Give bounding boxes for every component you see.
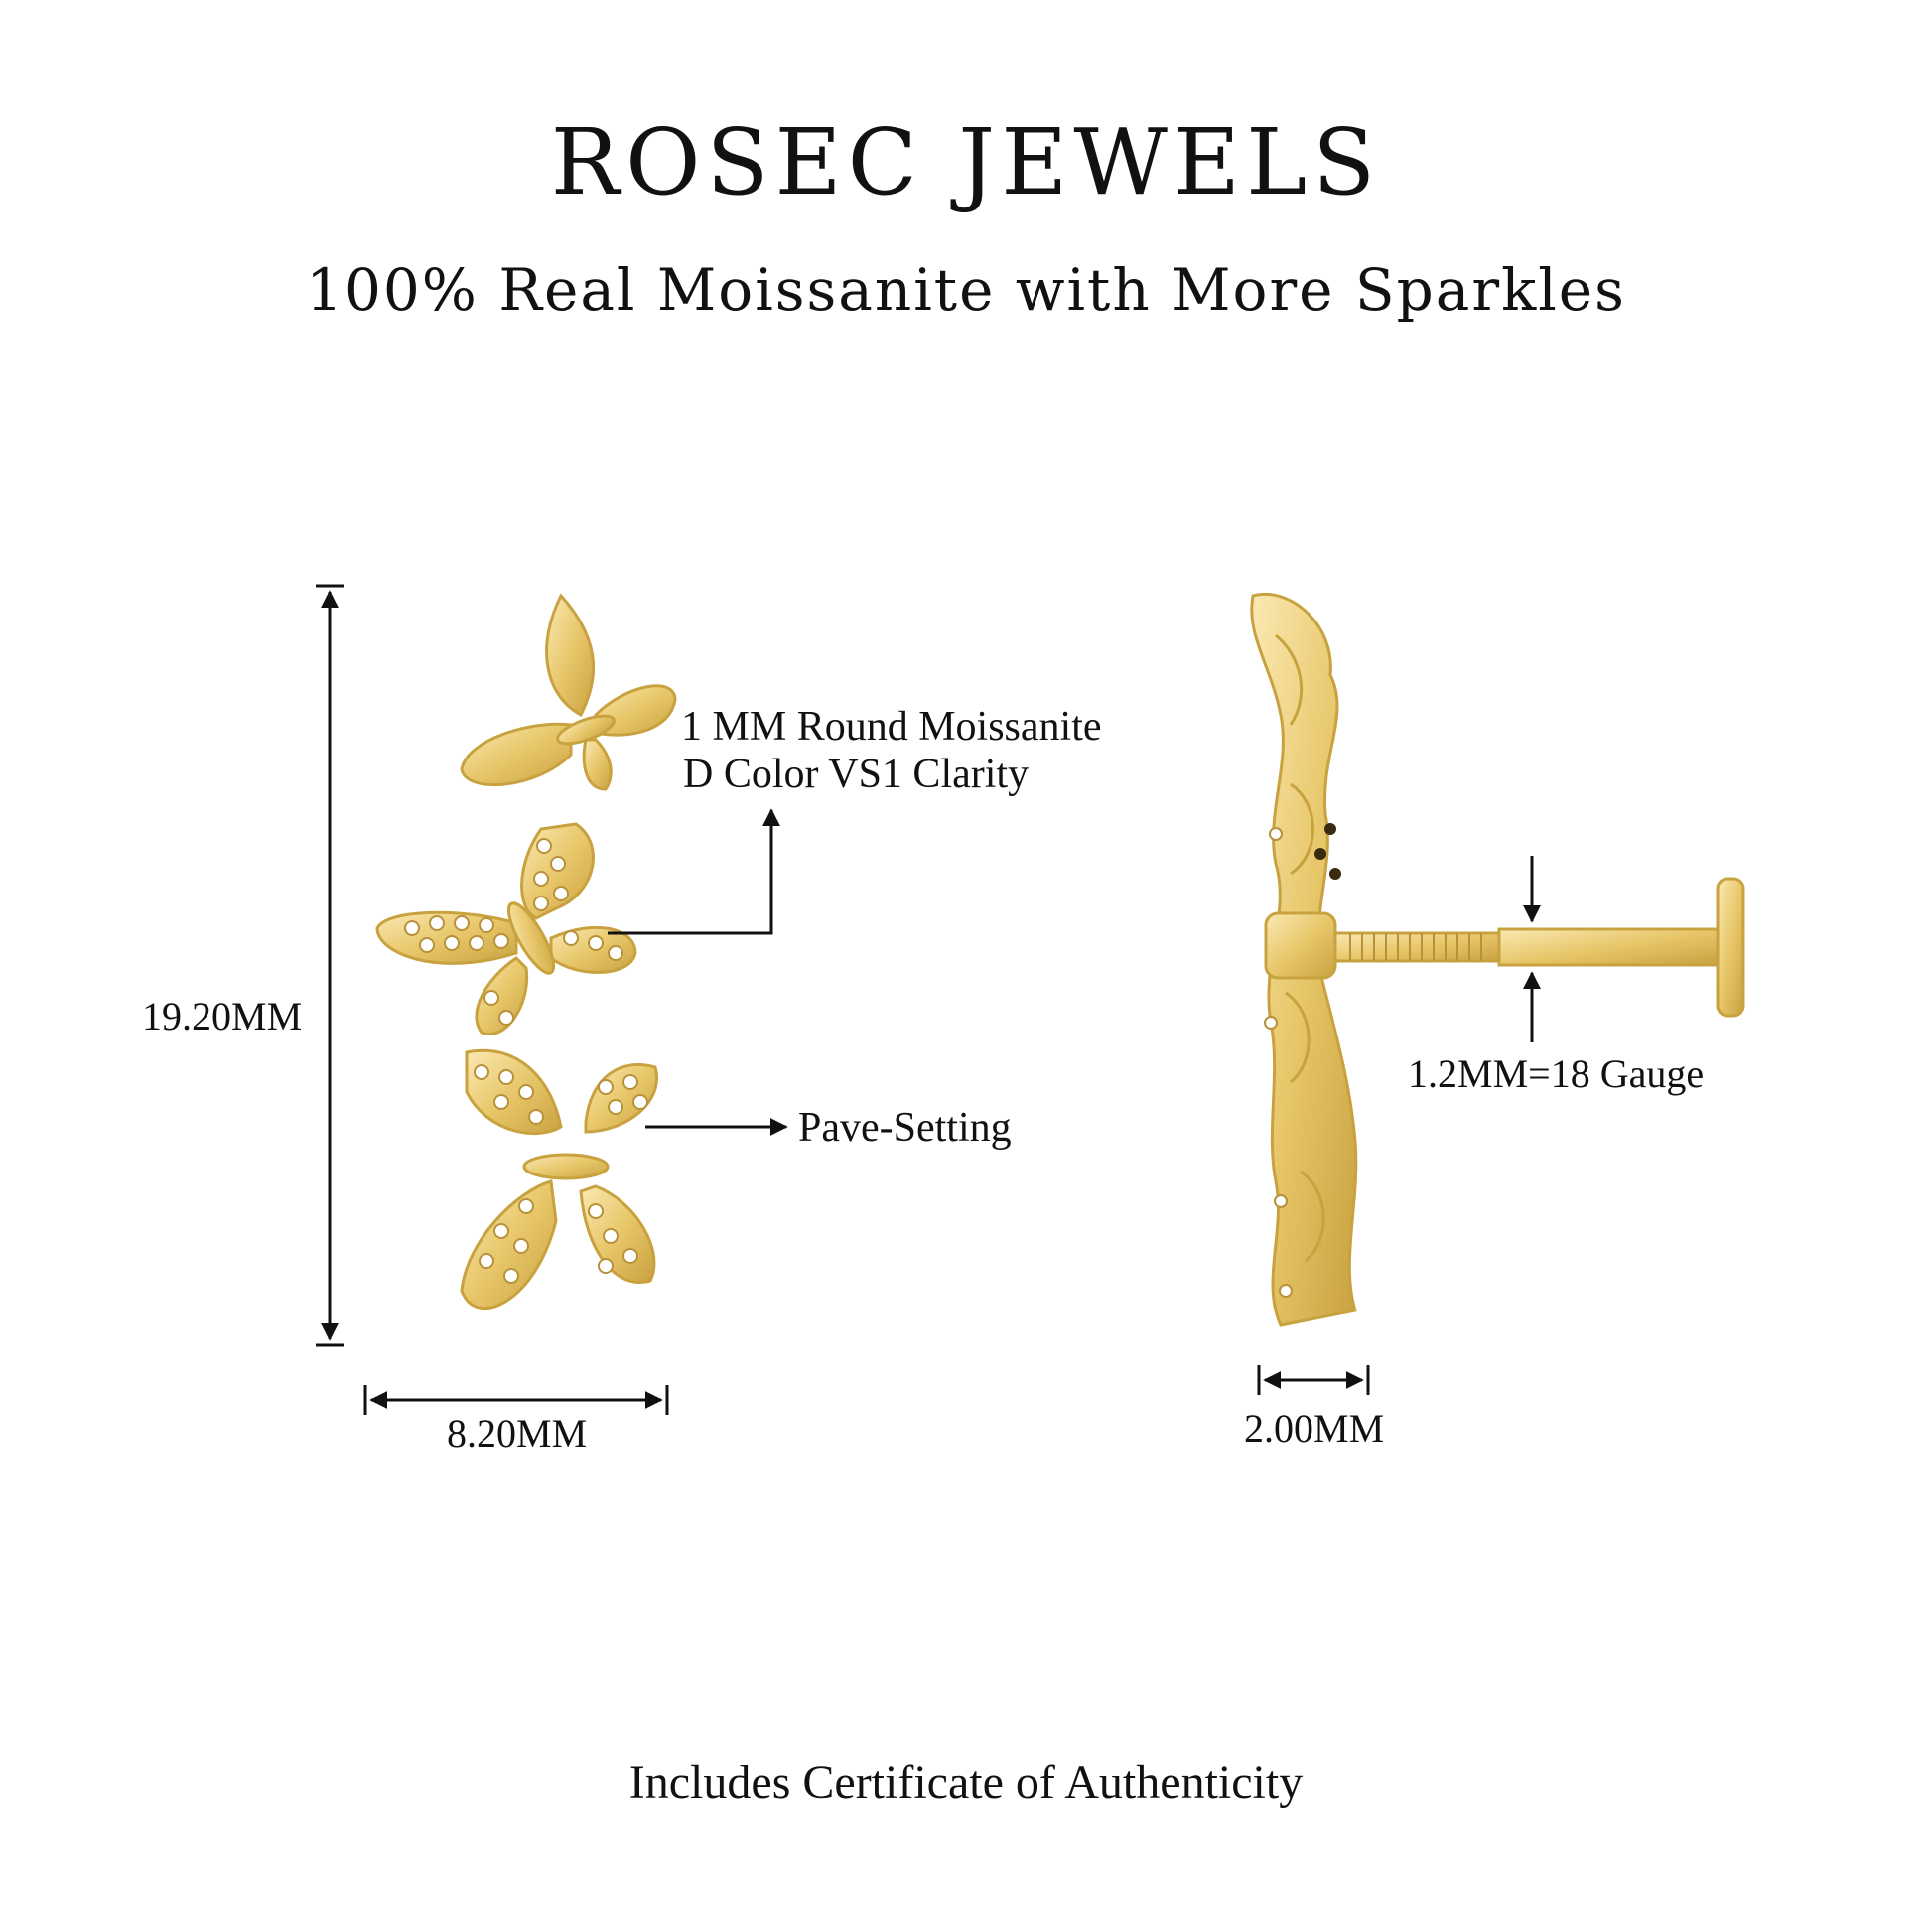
bottom-butterfly	[460, 1048, 658, 1311]
pave-stones	[404, 838, 648, 1284]
height-dimension-line	[316, 584, 344, 1347]
stone-callout-line	[608, 808, 780, 935]
top-butterfly	[460, 593, 677, 791]
width-label: 8.20MM	[447, 1411, 588, 1455]
stone-callout-line2: D Color VS1 Clarity	[683, 752, 1030, 797]
pave-setting-label: Pave-Setting	[798, 1105, 1012, 1151]
depth-dimension-line	[1257, 1365, 1370, 1395]
width-dimension-line	[363, 1385, 669, 1415]
depth-label: 2.00MM	[1244, 1406, 1385, 1450]
height-label: 19.20MM	[142, 994, 303, 1038]
gauge-label: 1.2MM=18 Gauge	[1408, 1051, 1705, 1096]
earring-front-view	[375, 593, 677, 1311]
stone-callout-line1: 1 MM Round Moissanite	[681, 704, 1102, 750]
brand-title: ROSEC JEWELS	[550, 109, 1382, 215]
certificate-note: Includes Certificate of Authenticity	[628, 1756, 1304, 1809]
earring-side-view	[1250, 593, 1745, 1327]
tagline: 100% Real Moissanite with More Sparkles	[306, 256, 1626, 324]
